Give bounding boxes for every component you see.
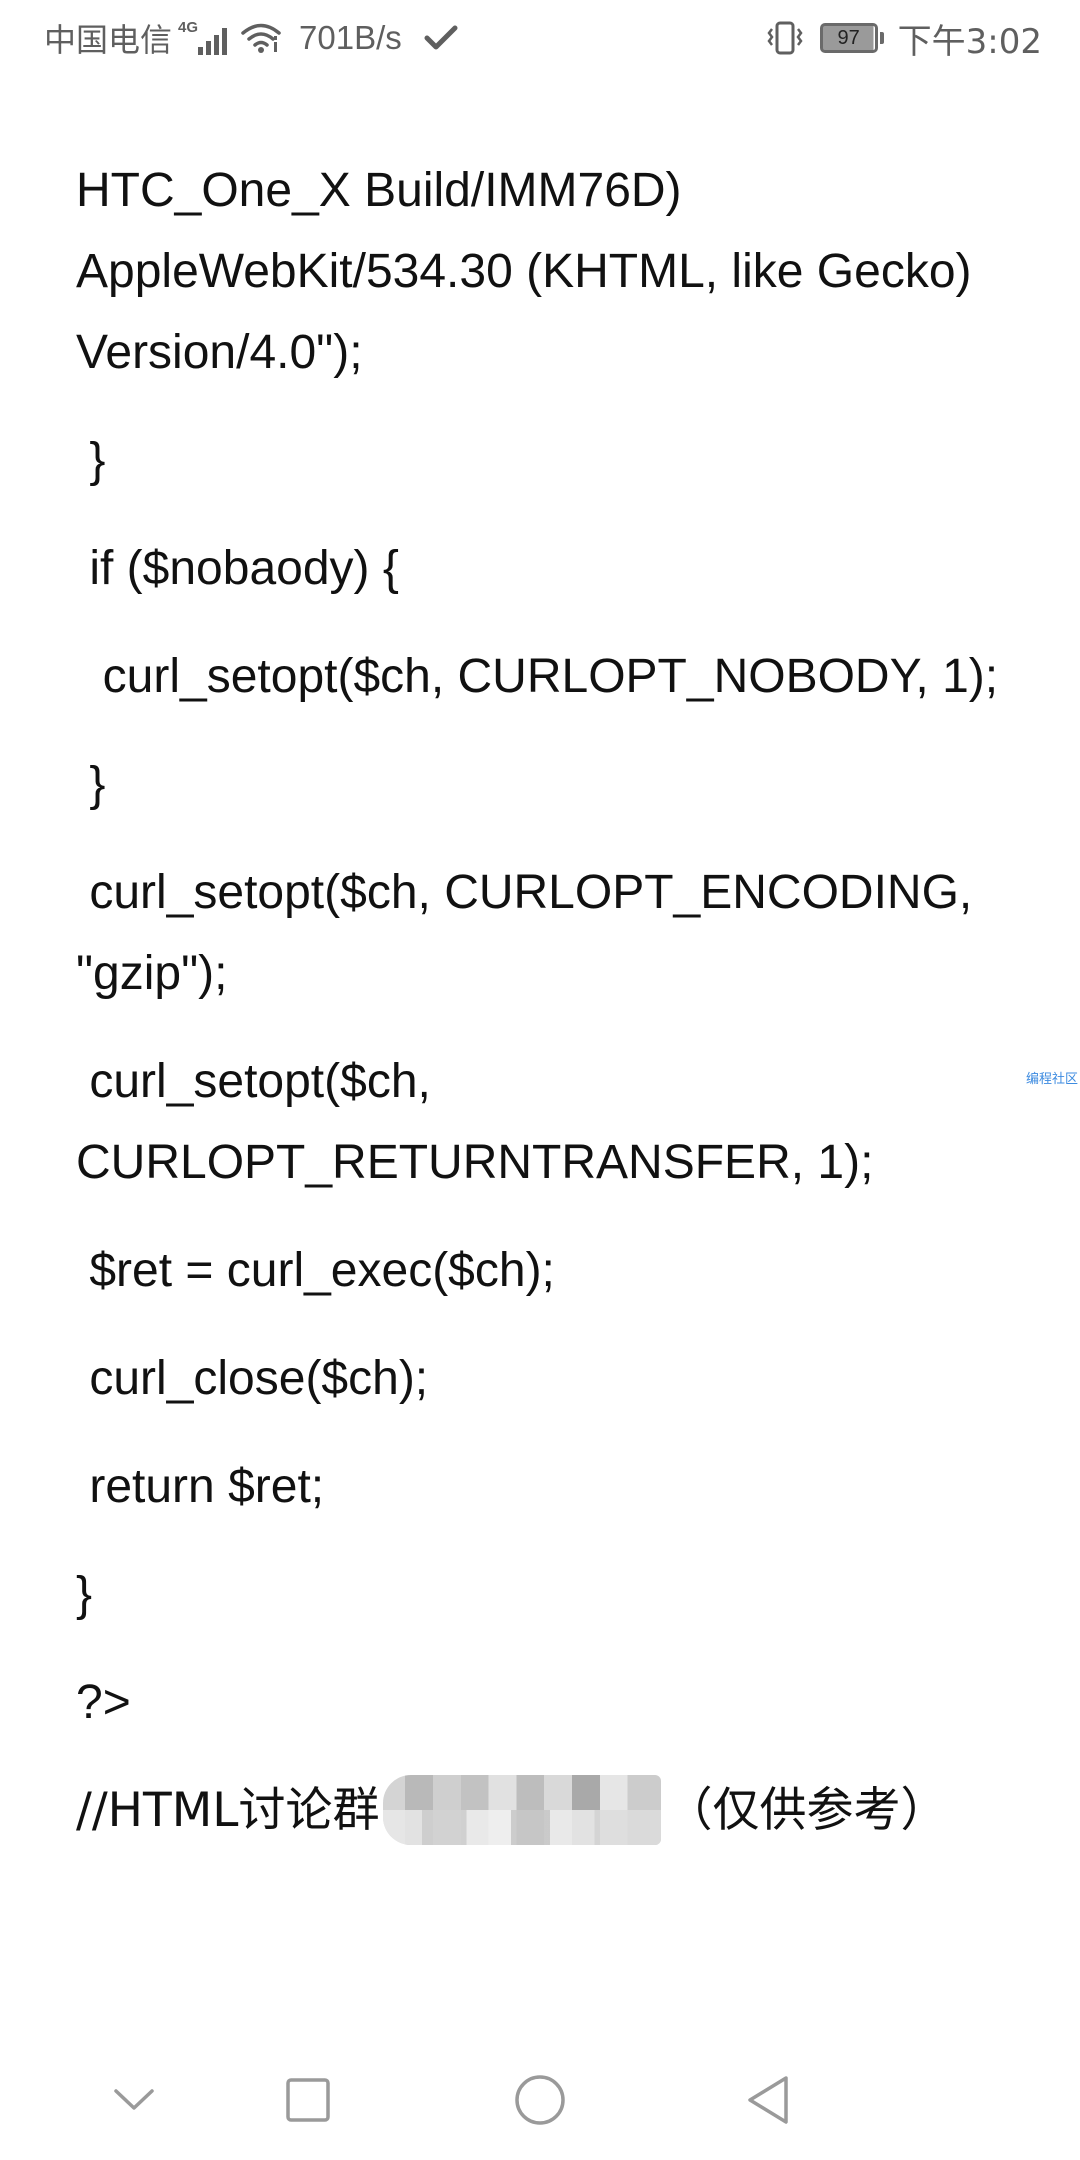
status-right: 97 下午3:02 — [764, 16, 1042, 62]
triangle-back-icon[interactable] — [738, 2070, 798, 2130]
status-left: 中国电信 4G 701B/s — [44, 16, 458, 60]
chevron-down-icon[interactable] — [104, 2070, 164, 2130]
battery-icon: 97 — [819, 23, 884, 53]
status-bar: 中国电信 4G 701B/s — [0, 0, 1080, 74]
code-line: } — [76, 434, 106, 487]
vibrate-icon — [764, 21, 806, 55]
code-line: } — [76, 758, 106, 811]
code-line: ?> — [76, 1676, 131, 1729]
clock: 下午3:02 — [897, 21, 1042, 62]
code-line: } — [76, 1568, 93, 1621]
watermark: 编程社区 — [1025, 1072, 1078, 1087]
wifi-icon — [241, 22, 281, 54]
group-label: //HTML讨论群 — [76, 1783, 380, 1838]
code-line: return $ret; — [76, 1460, 325, 1513]
code-line: curl_setopt($ch, CURLOPT_RETURNTRANSFER,… — [76, 1055, 874, 1189]
code-line: curl_setopt($ch, CURLOPT_ENCODING, "gzip… — [76, 866, 986, 1000]
code-line: HTC_One_X Build/IMM76D) AppleWebKit/534.… — [76, 164, 985, 379]
code-line: curl_close($ch); — [76, 1352, 429, 1405]
code-content: HTC_One_X Build/IMM76D) AppleWebKit/534.… — [76, 150, 1016, 1878]
navigation-bar — [0, 2040, 1080, 2160]
discussion-group-line: //HTML讨论群 （仅供参考） — [76, 1770, 1016, 1851]
code-line: $ret = curl_exec($ch); — [76, 1244, 555, 1297]
signal-icon: 4G — [178, 19, 228, 55]
blurred-group-number — [383, 1774, 662, 1845]
group-note: （仅供参考） — [665, 1783, 948, 1838]
carrier-name: 中国电信 — [44, 21, 173, 59]
check-icon — [424, 24, 458, 52]
battery-level: 97 — [837, 27, 860, 49]
code-line: curl_setopt($ch, CURLOPT_NOBODY, 1); — [76, 650, 999, 703]
circle-icon[interactable] — [510, 2070, 570, 2130]
network-speed: 701B/s — [299, 19, 402, 56]
square-icon[interactable] — [278, 2070, 338, 2130]
code-line: if ($nobaody) { — [76, 542, 399, 595]
network-type: 4G — [178, 19, 199, 36]
